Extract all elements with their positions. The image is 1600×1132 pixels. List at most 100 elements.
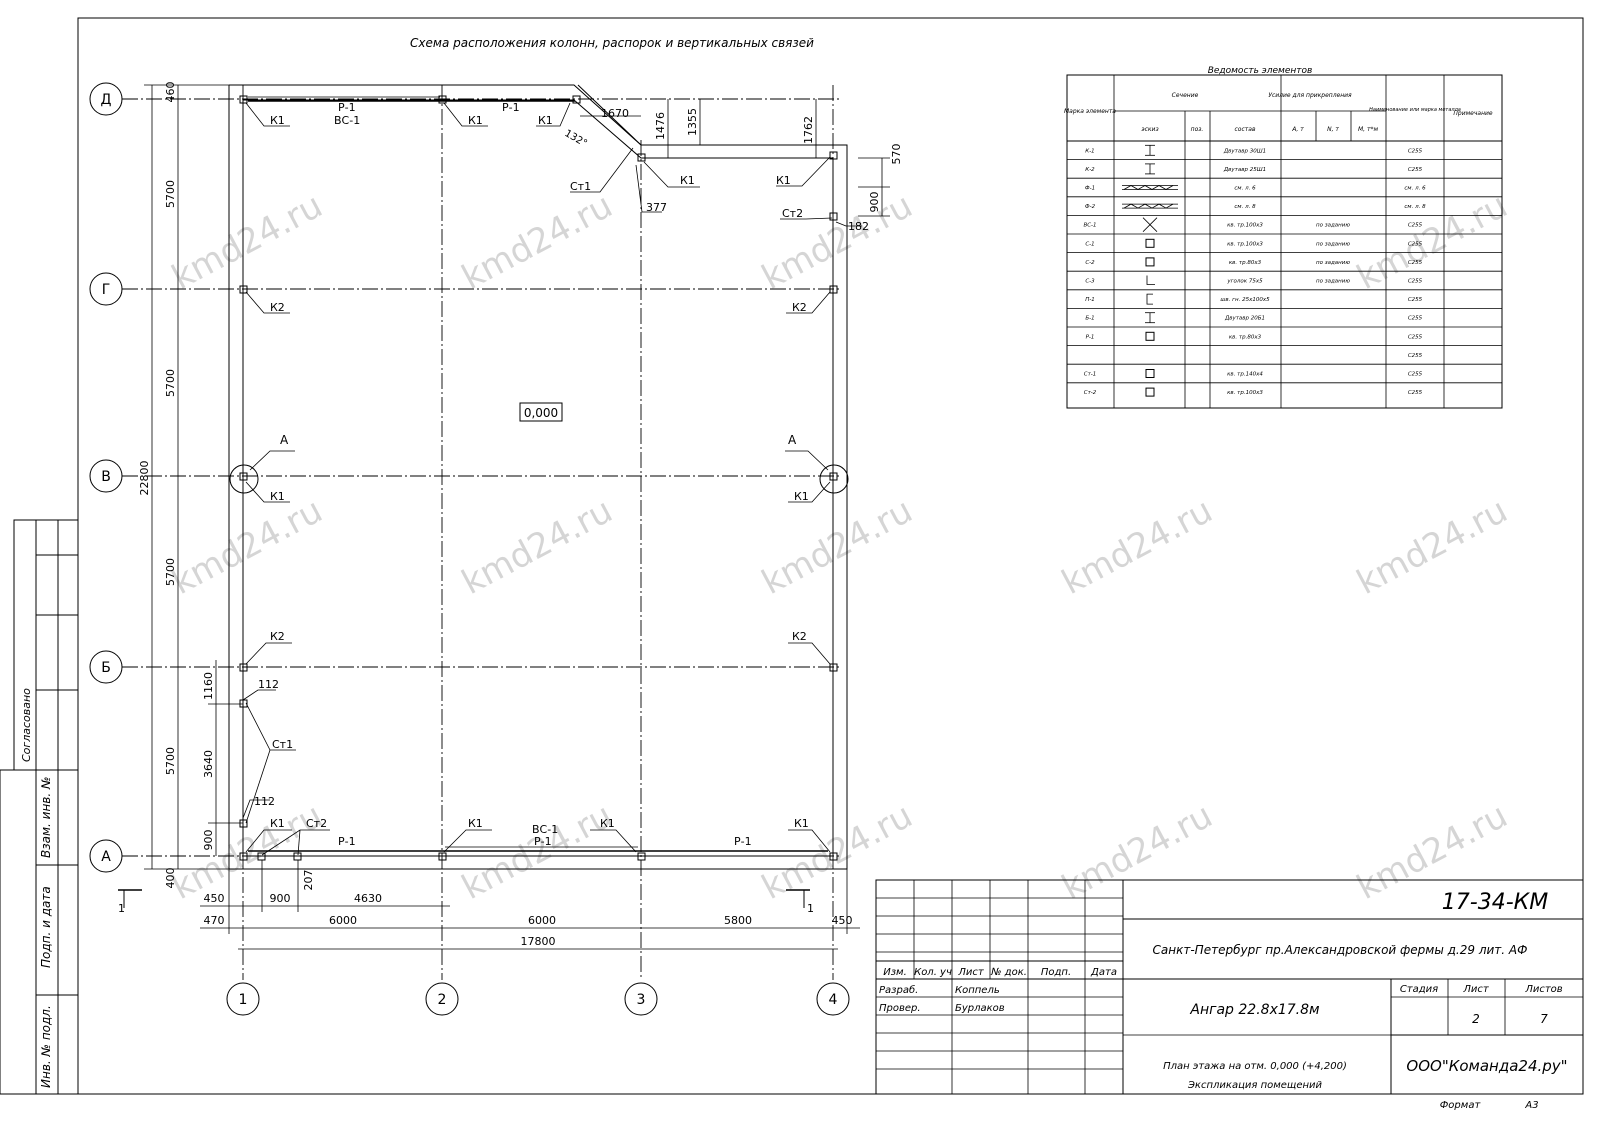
- stamp-razrab-label: Разраб.: [879, 984, 918, 996]
- stamp-razrab-name: Коппель: [955, 985, 1000, 996]
- dim-detail: 1476: [654, 112, 667, 140]
- label-st1: Ст1: [272, 738, 293, 751]
- side-stamp: Согласовано Взам. инв. № Подп. и дата Ин…: [0, 519, 79, 1095]
- table-cell-mark: Б-1: [1085, 316, 1094, 322]
- dim-detail: 900: [868, 192, 881, 213]
- section-sketch-icon: [1145, 369, 1155, 378]
- table-cell-mark: ВС-1: [1083, 223, 1096, 229]
- label-st1: Ст1: [570, 180, 591, 193]
- table-cell-steel: С255: [1408, 260, 1423, 266]
- watermark: kmd24.ru: [1055, 491, 1219, 603]
- table-cell-composition: см. л. 6: [1234, 186, 1256, 192]
- label-r1: Р-1: [338, 835, 356, 848]
- label-k1: К1: [468, 817, 483, 830]
- column: [637, 852, 646, 861]
- stamp-company: ООО"Команда24.ру": [1406, 1057, 1567, 1075]
- columns: [239, 95, 838, 861]
- dim-left-bay: 5700: [164, 369, 177, 397]
- stamp-sheet-title-2: Экспликация помещений: [1187, 1080, 1323, 1091]
- axis-label-a: А: [101, 849, 111, 865]
- table-cell-mark: Ф-1: [1085, 186, 1095, 192]
- dim-bottom: 900: [270, 892, 291, 905]
- column: [239, 285, 248, 294]
- th-steel: Наименование или марка металла: [1369, 107, 1461, 113]
- element-schedule-table: Ведомость элементов Марка элемента Сечен…: [1064, 66, 1503, 409]
- label-k1: К1: [794, 817, 809, 830]
- table-cell-force: по заданию: [1316, 241, 1350, 247]
- label-r1: Р-1: [338, 101, 356, 114]
- dim-left-bay: 5700: [164, 747, 177, 775]
- dim-bottom: 470: [204, 914, 225, 927]
- section-sketch-icon: [1145, 387, 1155, 397]
- label-a: А: [788, 433, 797, 447]
- table-cell-steel: С255: [1408, 223, 1423, 229]
- table-cell-force: по заданию: [1316, 279, 1350, 285]
- column: [438, 852, 447, 861]
- table-cell-steel: С255: [1408, 390, 1423, 396]
- label-st2: Ст2: [306, 817, 327, 830]
- dim-detail: 182: [848, 220, 869, 233]
- table-cell-steel: С255: [1408, 334, 1423, 340]
- table-cell-composition: кв. тр.140х4: [1227, 372, 1263, 378]
- label-k1: К1: [468, 114, 483, 127]
- th-section: Сечение: [1172, 92, 1199, 99]
- struts: [248, 96, 828, 852]
- stamp-h-data: Дата: [1090, 967, 1117, 978]
- table-cell-steel: С255: [1408, 241, 1423, 247]
- table-cell-mark: С-2: [1085, 260, 1095, 266]
- label-k2: К2: [270, 630, 285, 643]
- dim-angle: 132°: [563, 128, 589, 150]
- stamp-h-doc: № док.: [990, 967, 1027, 978]
- stamp-h-sheets: Листов: [1524, 984, 1562, 995]
- stamp-format: А3: [1524, 1100, 1538, 1111]
- axis-label-b: Б: [101, 660, 111, 676]
- table-cell-composition: уголок 75х5: [1226, 279, 1263, 285]
- column: [239, 663, 248, 672]
- label-a: А: [280, 433, 289, 447]
- dim-left-bay: 5700: [164, 180, 177, 208]
- table-cell-mark: Ст-2: [1084, 390, 1097, 396]
- th-pos: поз.: [1191, 126, 1204, 133]
- table-cell-force: по заданию: [1316, 260, 1350, 266]
- table-cell-steel: С255: [1408, 316, 1423, 322]
- vzam-label: Взам. инв. №: [39, 777, 53, 858]
- dim-inner: 1160: [202, 672, 215, 700]
- table-cell-steel: см. л. 8: [1404, 204, 1426, 210]
- dim-detail: 377: [646, 201, 667, 214]
- label-k1: К1: [776, 174, 791, 187]
- table-cell-mark: Ст-1: [1084, 372, 1097, 378]
- axis-label-g: Г: [102, 282, 111, 298]
- section-marks: 1 1: [118, 889, 814, 915]
- row-axis-bubbles: Д Г В Б А: [89, 82, 123, 873]
- th-force: Усилие для прикрепления: [1268, 92, 1352, 99]
- watermark: kmd24.ru: [755, 491, 919, 603]
- dim-left-total: 22800: [138, 461, 151, 496]
- dim-detail: 1762: [802, 116, 815, 144]
- section-sketch-icon: [1145, 238, 1155, 248]
- stamp-prover-name: Бурлаков: [955, 1003, 1005, 1014]
- building-outline: [228, 84, 848, 870]
- table-cell-force: по заданию: [1316, 223, 1350, 229]
- stamp-code: 17-34-КМ: [1442, 890, 1548, 915]
- watermark: kmd24.ru: [1350, 491, 1514, 603]
- column: [438, 95, 447, 104]
- table-title: Ведомость элементов: [1208, 66, 1313, 76]
- dim-bottom: 5800: [724, 914, 752, 927]
- column: [829, 472, 838, 481]
- section-sketch-icon: [1145, 312, 1155, 324]
- table-cell-mark: С-3: [1085, 279, 1095, 285]
- table-cell-composition: Двутавр 30Ш1: [1223, 148, 1266, 154]
- dim-inner: 3640: [202, 750, 215, 778]
- leaders: [245, 102, 833, 856]
- axis-label-1: 1: [239, 992, 248, 1008]
- section-sketch-icon: [1146, 293, 1153, 305]
- dim-small: 207: [302, 870, 315, 891]
- section-sketch-icon: [1145, 257, 1155, 267]
- label-k1: К1: [538, 114, 553, 127]
- axis-label-d: Д: [101, 92, 112, 108]
- table-cell-composition: Двутавр 20Б1: [1224, 316, 1265, 322]
- label-vs1: ВС-1: [532, 823, 558, 836]
- table-cell-mark: К-2: [1085, 167, 1095, 173]
- bottom-dimensions: 450 900 4630 470 6000 6000 5800 450 1780…: [200, 860, 860, 950]
